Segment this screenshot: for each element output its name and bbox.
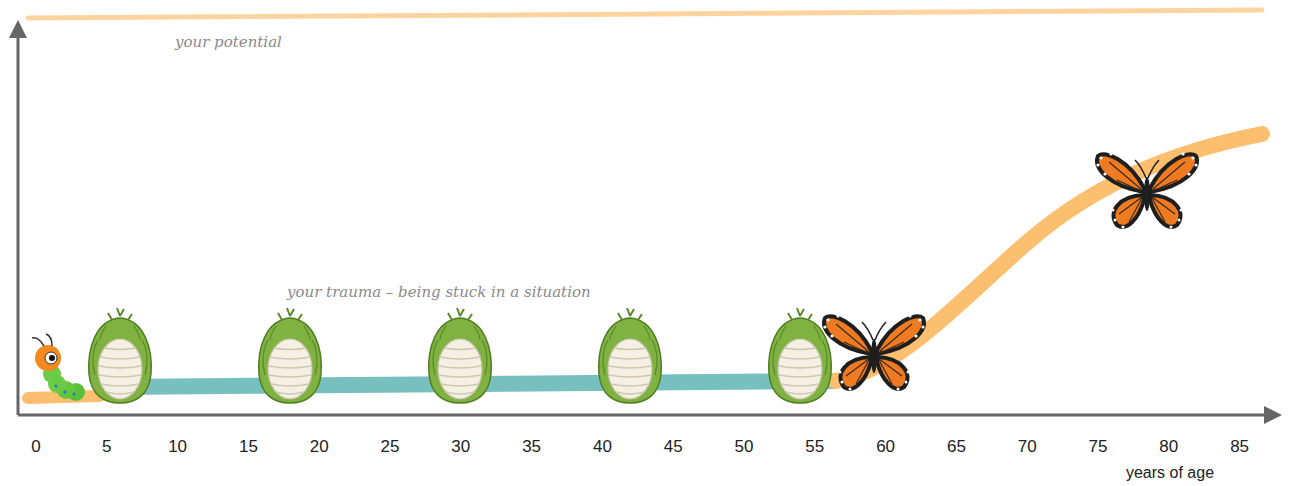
tick-label: 80	[1159, 438, 1178, 457]
tick-label: 0	[31, 438, 40, 457]
trauma-label: your trauma – being stuck in a situation	[287, 284, 591, 301]
tick-label: 35	[522, 438, 541, 457]
tick-label: 15	[239, 438, 258, 457]
tick-label: 25	[381, 438, 400, 457]
tick-label: 85	[1230, 438, 1249, 457]
tick-label: 40	[593, 438, 612, 457]
tick-label: 10	[168, 438, 187, 457]
tick-label: 55	[805, 438, 824, 457]
tick-label: 20	[310, 438, 329, 457]
tick-label: 60	[876, 438, 895, 457]
axis-title: years of age	[1126, 464, 1214, 482]
tick-label: 5	[102, 438, 111, 457]
tick-label: 45	[664, 438, 683, 457]
tick-label: 65	[947, 438, 966, 457]
tick-label: 30	[451, 438, 470, 457]
tick-label: 70	[1018, 438, 1037, 457]
tick-label: 75	[1089, 438, 1108, 457]
tick-label: 50	[735, 438, 754, 457]
potential-label: your potential	[175, 34, 282, 51]
